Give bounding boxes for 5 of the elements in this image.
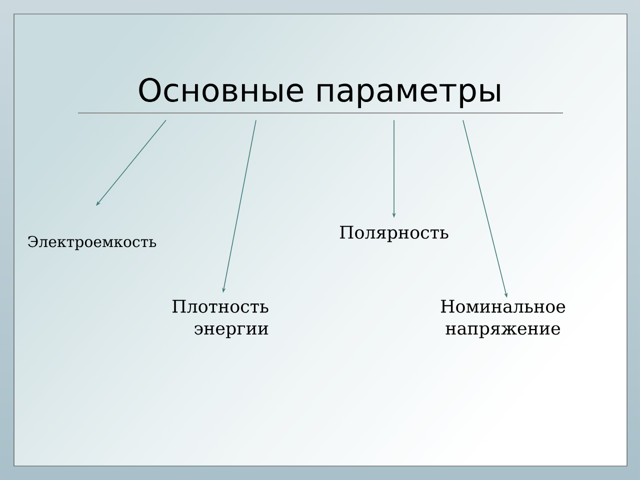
- parameter-label: Полярность: [340, 226, 448, 242]
- parameter-label: Плотность энергии: [172, 300, 268, 338]
- heading-text: Основные параметры: [139, 78, 500, 108]
- parameter-label: Номинальное напряжение: [441, 300, 566, 338]
- parameter-label: Электроемкость: [28, 236, 156, 250]
